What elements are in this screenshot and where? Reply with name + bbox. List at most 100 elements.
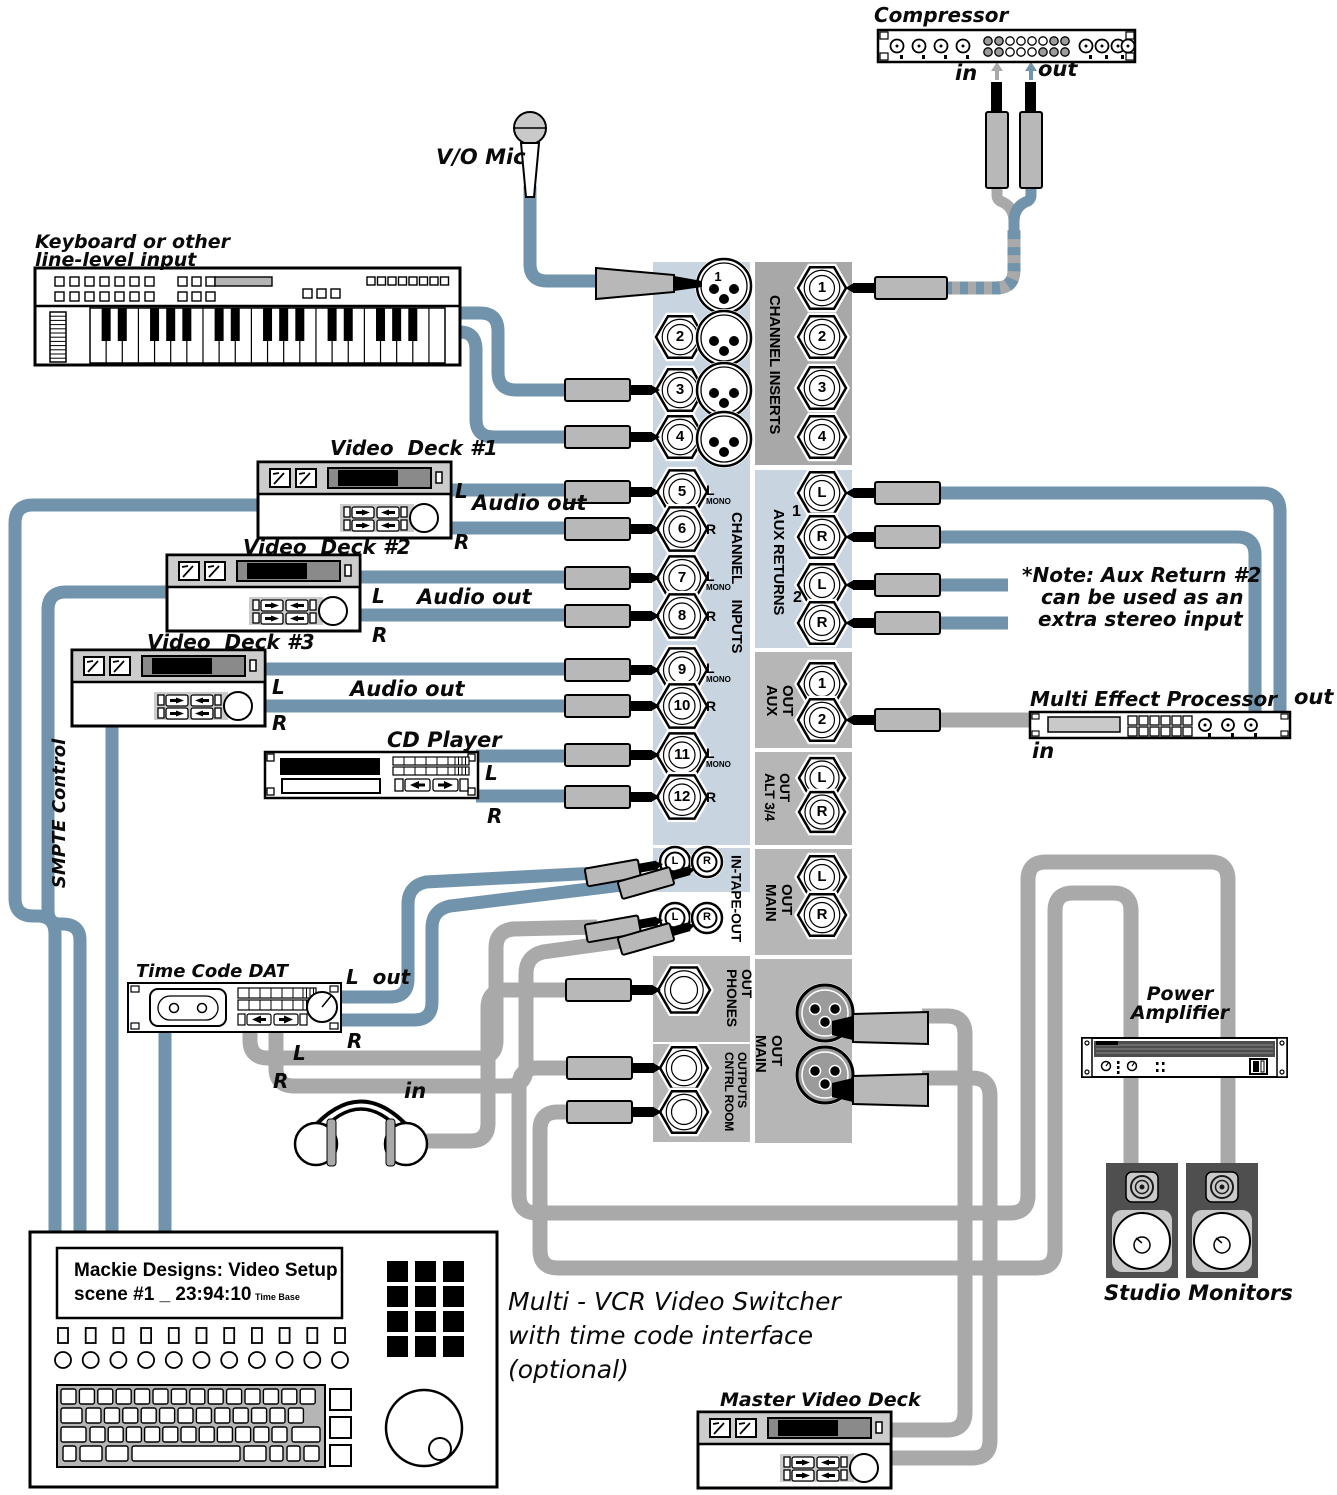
section-main-out: MAIN OUT bbox=[762, 883, 796, 922]
vd1-audio-out: Audio out bbox=[472, 491, 587, 515]
keyboard-label-2: line-level input bbox=[35, 249, 197, 271]
switcher-display-timebase: Time Base bbox=[255, 1292, 300, 1302]
vd3-l-label: L bbox=[272, 675, 285, 699]
note-line-2: can be used as an bbox=[1041, 585, 1244, 609]
input10-r: R bbox=[706, 698, 717, 714]
power-amp-label-2: Amplifier bbox=[1130, 1002, 1230, 1024]
jack-label-input-8: 8 bbox=[677, 607, 687, 624]
dat-title: Time Code DAT bbox=[136, 961, 289, 982]
jack-label-insert-4: 4 bbox=[817, 428, 827, 445]
cable-mic bbox=[523, 186, 610, 288]
compressor-title: Compressor bbox=[874, 3, 1009, 27]
cd-player-title: CD Player bbox=[387, 728, 502, 752]
jack-label-alt34-l: L bbox=[817, 769, 827, 786]
jack-label-input-10: 10 bbox=[673, 697, 691, 714]
cable-tapeout-r bbox=[268, 932, 632, 1094]
jack-label-input-5: 5 bbox=[677, 483, 687, 500]
jack-label-input-7: 7 bbox=[677, 569, 687, 586]
compressor-out-label: out bbox=[1038, 57, 1078, 81]
vd3-audio-out: Audio out bbox=[350, 677, 465, 701]
cable-dat-out-r bbox=[338, 877, 631, 1027]
jack-label-input-1: 1 bbox=[714, 269, 722, 284]
input9-mono: MONO bbox=[706, 675, 731, 684]
jack-label-insert-3: 3 bbox=[817, 379, 827, 396]
cable-keyboard-2 bbox=[456, 325, 572, 444]
jack-label-auxret-2r: R bbox=[816, 614, 828, 631]
smpte-control-label: SMPTE Control bbox=[48, 738, 70, 889]
input6-r: R bbox=[706, 521, 717, 537]
jack-label-auxret-2l: L bbox=[817, 576, 827, 593]
master-deck-title: Master Video Deck bbox=[720, 1389, 921, 1411]
jack-label-alt34-r: R bbox=[816, 803, 828, 820]
compressor-in-label: in bbox=[955, 61, 978, 85]
cable-tapeout-l bbox=[242, 919, 598, 1066]
studio-monitor-right bbox=[1186, 1163, 1258, 1278]
jack-label-input-12: 12 bbox=[673, 788, 691, 805]
cd-r-label: R bbox=[487, 804, 503, 828]
jack-label-input-11: 11 bbox=[674, 746, 690, 763]
input7-mono: MONO bbox=[706, 583, 731, 592]
jack-label-mainout-l: L bbox=[817, 868, 827, 885]
power-amp-label-1: Power bbox=[1146, 983, 1214, 1005]
vd3-r-label: R bbox=[272, 711, 288, 735]
aux-return-1-number: 1 bbox=[792, 503, 801, 520]
switcher-label-1: Multi - VCR Video Switcher bbox=[508, 1287, 841, 1316]
jack-label-input-4: 4 bbox=[675, 428, 685, 445]
section-phones-out: PHONES OUT bbox=[724, 969, 756, 1027]
section-aux-out: AUX OUT bbox=[763, 685, 797, 717]
mep-in-label: in bbox=[1032, 739, 1055, 763]
jack-label-input-3: 3 bbox=[675, 381, 685, 398]
jack-label-tapeout-r: R bbox=[703, 911, 711, 923]
jack-label-input-9: 9 bbox=[677, 661, 687, 678]
cable-cntrl-l bbox=[511, 854, 1236, 1221]
time-code-dat-device bbox=[127, 982, 342, 1033]
cd-player-device bbox=[263, 750, 480, 800]
power-amplifier-device bbox=[1081, 1037, 1288, 1078]
section-channel-inserts: CHANNEL INSERTS bbox=[766, 295, 784, 435]
vd2-audio-out: Audio out bbox=[417, 585, 532, 609]
keyboard-label-1: Keyboard or other bbox=[35, 231, 230, 253]
vd2-r-label: R bbox=[372, 623, 388, 647]
mep-out-label: out bbox=[1294, 685, 1334, 709]
section-cntrl-room: CNTRL ROOM OUTPUTS bbox=[722, 1052, 749, 1132]
dat-in-l-label: L bbox=[293, 1041, 306, 1065]
input7-l: L bbox=[706, 568, 715, 584]
cd-l-label: L bbox=[485, 761, 498, 785]
note-line-3: extra stereo input bbox=[1038, 607, 1243, 631]
section-main-out-xlr: MAIN OUT bbox=[752, 1035, 786, 1073]
phones-in-label: in bbox=[404, 1079, 427, 1103]
dat-in-r-label: R bbox=[273, 1069, 289, 1093]
video-deck-2 bbox=[165, 553, 362, 633]
studio-monitor-left bbox=[1106, 1163, 1178, 1278]
compressor-device bbox=[876, 28, 1137, 64]
section-in-tape-out: IN-TAPE-OUT bbox=[728, 854, 745, 942]
jack-label-insert-1: 1 bbox=[817, 279, 827, 296]
jack-label-mainout-r: R bbox=[816, 906, 828, 923]
jack-label-auxret-1l: L bbox=[817, 484, 827, 501]
jack-label-tapein-l: L bbox=[671, 855, 679, 867]
switcher-label-2: with time code interface bbox=[508, 1321, 814, 1350]
input11-mono: MONO bbox=[706, 760, 731, 769]
video-deck-2-title: Video Deck #2 bbox=[243, 535, 411, 559]
mep-title: Multi Effect Processor bbox=[1030, 687, 1278, 711]
jack-label-auxout-2: 2 bbox=[817, 711, 827, 728]
section-channel-inputs: CHANNEL INPUTS bbox=[728, 511, 746, 654]
note-line-1: *Note: Aux Return #2 bbox=[1022, 563, 1262, 587]
aux-return-2-number: 2 bbox=[793, 589, 802, 606]
jack-label-auxout-1: 1 bbox=[817, 675, 827, 692]
jack-label-input-2: 2 bbox=[675, 328, 685, 345]
switcher-display-line1: Mackie Designs: Video Setup bbox=[74, 1260, 338, 1281]
master-video-deck bbox=[696, 1410, 893, 1490]
cable-smpte-vd2 bbox=[41, 585, 169, 1246]
jack-label-tapeout-l: L bbox=[671, 911, 679, 923]
section-aux-returns: AUX RETURNS bbox=[770, 508, 788, 616]
input9-l: L bbox=[706, 660, 715, 676]
section-alt34-out: ALT 3/4 OUT bbox=[762, 773, 794, 822]
video-deck-3 bbox=[70, 648, 267, 728]
input5-mono: MONO bbox=[706, 497, 731, 506]
studio-monitors-label: Studio Monitors bbox=[1104, 1281, 1293, 1305]
input5-l: L bbox=[706, 482, 715, 498]
dat-r-label: R bbox=[347, 1029, 363, 1053]
input12-r: R bbox=[706, 789, 717, 805]
